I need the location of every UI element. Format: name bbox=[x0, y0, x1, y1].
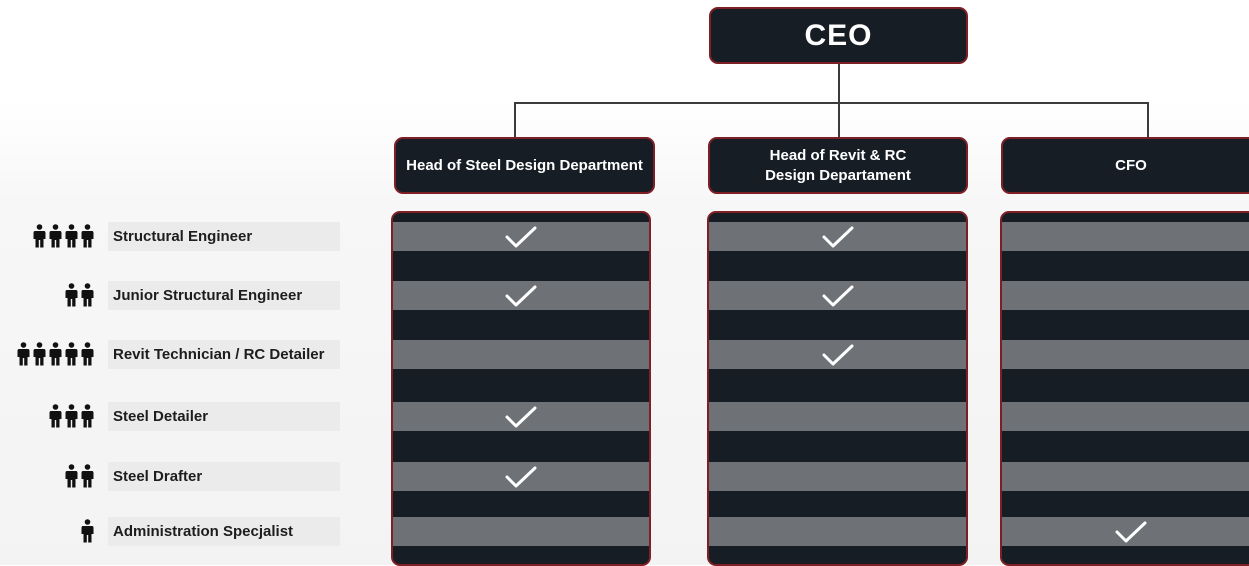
connector-horizontal bbox=[514, 102, 1149, 104]
cfo-box: CFO bbox=[1001, 137, 1249, 194]
checkmark-icon bbox=[822, 226, 853, 247]
person-icon bbox=[81, 283, 94, 307]
head-revit-title: Head of Revit & RC Design Departament bbox=[765, 147, 911, 184]
person-icon bbox=[49, 342, 62, 366]
headcount-icons bbox=[81, 519, 94, 543]
checkmark-icon bbox=[822, 285, 853, 306]
role-row-stripe bbox=[709, 402, 966, 431]
head-revit-rc-design-box: Head of Revit & RC Design Departament bbox=[708, 137, 968, 194]
person-icon bbox=[81, 464, 94, 488]
head-steel-title: Head of Steel Design Department bbox=[406, 156, 643, 174]
person-icon bbox=[81, 342, 94, 366]
checkmark-icon bbox=[505, 406, 537, 427]
head-steel-design-box: Head of Steel Design Department bbox=[394, 137, 655, 194]
role-label: Administration Specjalist bbox=[108, 517, 340, 546]
role-row-stripe bbox=[1002, 517, 1249, 546]
ceo-title: CEO bbox=[804, 19, 873, 52]
headcount-icons bbox=[33, 224, 94, 248]
role-row-stripe bbox=[1002, 402, 1249, 431]
cfo-panel bbox=[1000, 211, 1249, 566]
connector-revit-drop bbox=[838, 102, 840, 138]
role-row-stripe bbox=[393, 517, 649, 546]
connector-ceo-vertical bbox=[838, 64, 840, 104]
headcount-icons bbox=[17, 342, 94, 366]
role-label: Structural Engineer bbox=[108, 222, 340, 251]
role-row-stripe bbox=[1002, 340, 1249, 369]
role-row-stripe bbox=[709, 462, 966, 491]
role-row-stripe bbox=[709, 517, 966, 546]
role-row-stripe bbox=[393, 462, 649, 491]
person-icon bbox=[65, 342, 78, 366]
role-row-stripe bbox=[1002, 462, 1249, 491]
person-icon bbox=[17, 342, 30, 366]
person-icon bbox=[81, 519, 94, 543]
person-icon bbox=[65, 224, 78, 248]
person-icon bbox=[81, 224, 94, 248]
checkmark-icon bbox=[505, 285, 537, 306]
connector-cfo-drop bbox=[1147, 102, 1149, 138]
headcount-icons bbox=[65, 283, 94, 307]
cfo-title: CFO bbox=[1115, 156, 1147, 174]
role-row-stripe bbox=[709, 281, 966, 310]
role-label: Steel Drafter bbox=[108, 462, 340, 491]
role-label: Junior Structural Engineer bbox=[108, 281, 340, 310]
role-label: Steel Detailer bbox=[108, 402, 340, 431]
role-row-stripe bbox=[393, 222, 649, 251]
person-icon bbox=[49, 224, 62, 248]
checkmark-icon bbox=[505, 226, 537, 247]
role-row-stripe bbox=[393, 340, 649, 369]
role-row-stripe bbox=[1002, 281, 1249, 310]
person-icon bbox=[49, 404, 62, 428]
person-icon bbox=[33, 342, 46, 366]
person-icon bbox=[81, 404, 94, 428]
headcount-icons bbox=[65, 464, 94, 488]
checkmark-icon bbox=[822, 344, 853, 365]
person-icon bbox=[65, 404, 78, 428]
revit-department-panel bbox=[707, 211, 968, 566]
headcount-icons bbox=[49, 404, 94, 428]
role-row-stripe bbox=[1002, 222, 1249, 251]
checkmark-icon bbox=[505, 466, 537, 487]
checkmark-icon bbox=[1115, 521, 1147, 542]
role-label: Revit Technician / RC Detailer bbox=[108, 340, 340, 369]
role-row-stripe bbox=[709, 340, 966, 369]
person-icon bbox=[65, 464, 78, 488]
role-row-stripe bbox=[393, 281, 649, 310]
person-icon bbox=[33, 224, 46, 248]
steel-department-panel bbox=[391, 211, 651, 566]
connector-steel-drop bbox=[514, 102, 516, 138]
role-row-stripe bbox=[709, 222, 966, 251]
ceo-box: CEO bbox=[709, 7, 968, 64]
person-icon bbox=[65, 283, 78, 307]
role-row-stripe bbox=[393, 402, 649, 431]
